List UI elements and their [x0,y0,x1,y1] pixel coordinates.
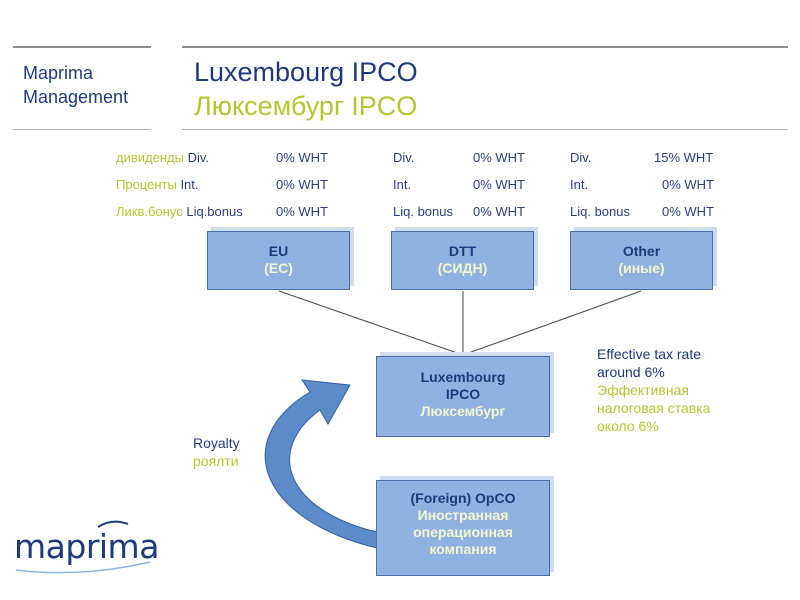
eu-rate-int: Проценты Int. [116,177,199,192]
header-rule-left-top [13,46,151,48]
opco-box-label-ru-2: операционная [413,524,513,540]
connector-eu-ipco [278,290,464,356]
eu-rate-int-value: 0% WHT [276,177,328,192]
header-rule-left-bottom [13,129,151,130]
dtt-rate-liq-label: Liq. bonus [393,204,453,219]
royalty-label-ru: роялти [193,453,239,469]
ipco-box-label-ru: Люксембург [420,403,506,419]
eu-box: EU (ЕС) [207,231,350,290]
eu-rate-liq-value: 0% WHT [276,204,328,219]
opco-box-label-en: (Foreign) OpCO [410,490,516,506]
eu-rate-div-ru: дивиденды [116,150,184,165]
eu-rate-div-label: Div. [187,150,210,165]
eu-rate-liq: Ликв.бонус Liq.bonus [116,204,243,219]
royalty-label-en: Royalty [193,435,240,451]
other-box-label-en: Other [622,243,661,259]
other-rate-div-label: Div. [570,150,592,165]
effective-tax-en-2: around 6% [597,364,665,380]
header-rule-right-top [182,46,788,48]
ipco-box-label-en-2: IPCO [445,386,481,402]
eu-rate-div: дивиденды Div. [116,150,209,165]
dtt-box-label-ru: (СИДН) [437,260,488,276]
other-box-label-ru: (иные) [618,260,665,276]
header-rule-right-bottom [182,129,788,130]
eu-rate-liq-ru: Ликв.бонус [116,204,183,219]
eu-box-label-ru: (ЕС) [264,260,293,276]
effective-tax-ru-1: Эффективная [597,382,689,398]
eu-box-label-en: EU [268,243,289,259]
dtt-box-label-en: DTT [448,243,477,259]
connector-other-ipco [462,290,642,356]
eu-rate-int-ru: Проценты [116,177,177,192]
page-title-en: Luxembourg IPCO [194,57,418,87]
brand-line-2: Management [23,87,129,107]
brand-line-1: Maprima [23,63,94,83]
other-rate-int-value: 0% WHT [662,177,714,192]
other-rate-int-label: Int. [570,177,589,192]
opco-box-label-ru-1: Иностранная [417,507,509,523]
other-rate-div-value: 15% WHT [654,150,714,165]
dtt-rate-int-value: 0% WHT [473,177,525,192]
effective-tax-en-1: Effective tax rate [597,346,702,362]
ipco-box: Luxembourg IPCO Люксембург [376,356,550,437]
eu-rate-int-label: Int. [180,177,199,192]
dtt-box: DTT (СИДН) [391,231,534,290]
effective-tax-note: Effective tax rate around 6% Эффективная… [597,345,710,435]
royalty-arrow-icon [264,379,378,549]
maprima-logo: maprima [14,527,159,566]
eu-rate-liq-label: Liq.bonus [186,204,243,219]
royalty-label: Royalty роялти [193,434,240,470]
other-rate-liq-value: 0% WHT [662,204,714,219]
other-rate-liq-label: Liq. bonus [570,204,630,219]
ipco-box-label-en-1: Luxembourg [420,369,506,385]
other-box: Other (иные) [570,231,713,290]
eu-rate-div-value: 0% WHT [276,150,328,165]
effective-tax-ru-3: около 6% [597,418,659,434]
page-title-ru: Люксембург IPCO [194,91,418,121]
effective-tax-ru-2: налоговая ставка [597,400,711,416]
opco-box: (Foreign) OpCO Иностранная операционная … [376,480,550,576]
dtt-rate-div-value: 0% WHT [473,150,525,165]
dtt-rate-liq-value: 0% WHT [473,204,525,219]
brand-name: Maprima Management [23,61,128,109]
opco-box-label-ru-3: компания [429,541,497,557]
dtt-rate-div-label: Div. [393,150,415,165]
dtt-rate-int-label: Int. [393,177,412,192]
